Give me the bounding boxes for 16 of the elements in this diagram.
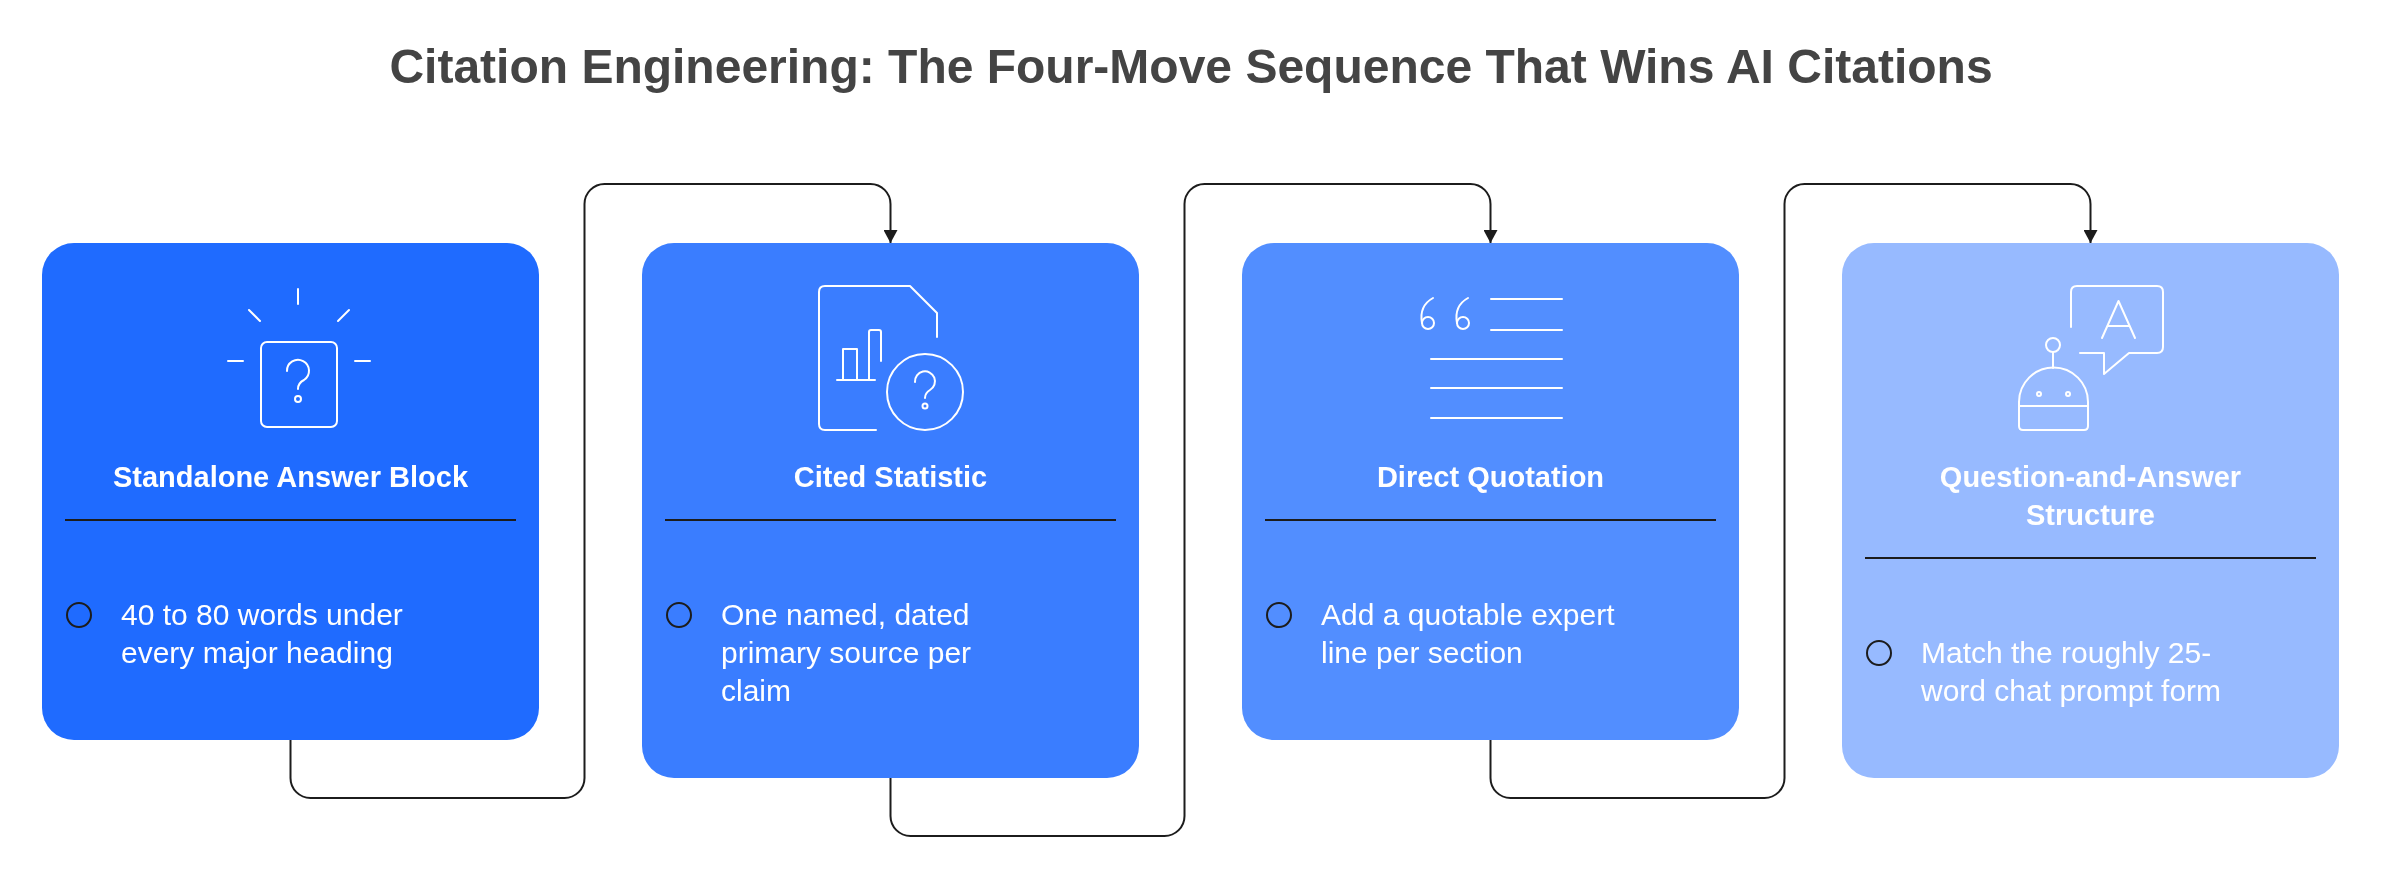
card-title: Standalone Answer Block bbox=[112, 460, 469, 495]
connector-arrow bbox=[889, 183, 1498, 837]
step-card bbox=[1242, 243, 1739, 740]
step-card bbox=[1842, 243, 2339, 778]
connector-arrow bbox=[1489, 183, 2098, 799]
step-card bbox=[42, 243, 539, 740]
step-card bbox=[642, 243, 1139, 778]
connector-arrow bbox=[289, 183, 898, 799]
step-description: Match the roughly 25-word chat prompt form bbox=[1921, 635, 2223, 709]
card-title: Direct Quotation bbox=[1376, 460, 1605, 495]
step-description: Add a quotable expert line per section bbox=[1321, 597, 1616, 671]
card-title: Question-and-Answer Structure bbox=[1938, 460, 2243, 533]
diagram-title: Citation Engineering: The Four-Move Sequence That Wins AI Citations bbox=[389, 39, 1993, 95]
card-title: Cited Statistic bbox=[793, 460, 988, 495]
step-description: 40 to 80 words under every major heading bbox=[121, 597, 404, 671]
step-description: One named, dated primary source per claim bbox=[721, 597, 973, 709]
